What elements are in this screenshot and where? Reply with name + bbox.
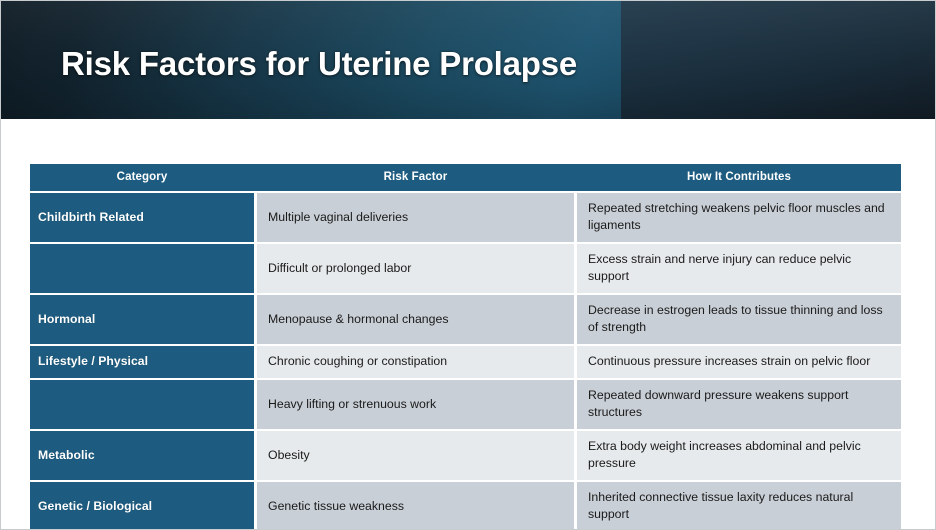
cell-gap-2 <box>574 193 577 242</box>
cell-risk-factor: Heavy lifting or strenuous work <box>257 380 574 429</box>
title-banner: Risk Factors for Uterine Prolapse <box>1 1 935 119</box>
banner-right-panel <box>621 1 935 119</box>
table-header-row: Category Risk Factor How It Contributes <box>30 164 901 191</box>
cell-how-it-contributes: Inherited connective tissue laxity reduc… <box>577 482 901 529</box>
header-gap-1 <box>254 164 257 191</box>
cell-gap-1 <box>254 482 257 529</box>
cell-gap-2 <box>574 431 577 480</box>
header-gap-2 <box>574 164 577 191</box>
column-header-risk-factor: Risk Factor <box>257 164 574 191</box>
cell-category: Lifestyle / Physical <box>30 346 254 378</box>
cell-how-it-contributes: Extra body weight increases abdominal an… <box>577 431 901 480</box>
cell-category: Hormonal <box>30 295 254 344</box>
cell-risk-factor: Multiple vaginal deliveries <box>257 193 574 242</box>
column-header-category: Category <box>30 164 254 191</box>
cell-gap-2 <box>574 482 577 529</box>
cell-how-it-contributes: Excess strain and nerve injury can reduc… <box>577 244 901 293</box>
banner-left-panel <box>1 1 621 119</box>
cell-how-it-contributes: Decrease in estrogen leads to tissue thi… <box>577 295 901 344</box>
cell-risk-factor: Difficult or prolonged labor <box>257 244 574 293</box>
cell-category: Metabolic <box>30 431 254 480</box>
cell-risk-factor: Genetic tissue weakness <box>257 482 574 529</box>
cell-category: Childbirth Related <box>30 193 254 242</box>
cell-risk-factor: Chronic coughing or constipation <box>257 346 574 378</box>
cell-risk-factor: Obesity <box>257 431 574 480</box>
risk-factors-table: Category Risk Factor How It Contributes … <box>30 162 901 529</box>
cell-gap-1 <box>254 295 257 344</box>
cell-gap-2 <box>574 380 577 429</box>
cell-category <box>30 380 254 429</box>
column-header-how-it-contributes: How It Contributes <box>577 164 901 191</box>
risk-factors-table-wrapper: Category Risk Factor How It Contributes … <box>30 162 901 529</box>
cell-gap-2 <box>574 244 577 293</box>
cell-gap-1 <box>254 380 257 429</box>
cell-gap-1 <box>254 431 257 480</box>
cell-risk-factor: Menopause & hormonal changes <box>257 295 574 344</box>
cell-gap-2 <box>574 295 577 344</box>
cell-gap-1 <box>254 193 257 242</box>
cell-category <box>30 244 254 293</box>
table-head: Category Risk Factor How It Contributes <box>30 164 901 191</box>
page-title: Risk Factors for Uterine Prolapse <box>61 45 578 82</box>
cell-gap-2 <box>574 346 577 378</box>
cell-how-it-contributes: Continuous pressure increases strain on … <box>577 346 901 378</box>
cell-how-it-contributes: Repeated downward pressure weakens suppo… <box>577 380 901 429</box>
cell-gap-1 <box>254 346 257 378</box>
cell-category: Genetic / Biological <box>30 482 254 529</box>
cell-how-it-contributes: Repeated stretching weakens pelvic floor… <box>577 193 901 242</box>
cell-gap-1 <box>254 244 257 293</box>
